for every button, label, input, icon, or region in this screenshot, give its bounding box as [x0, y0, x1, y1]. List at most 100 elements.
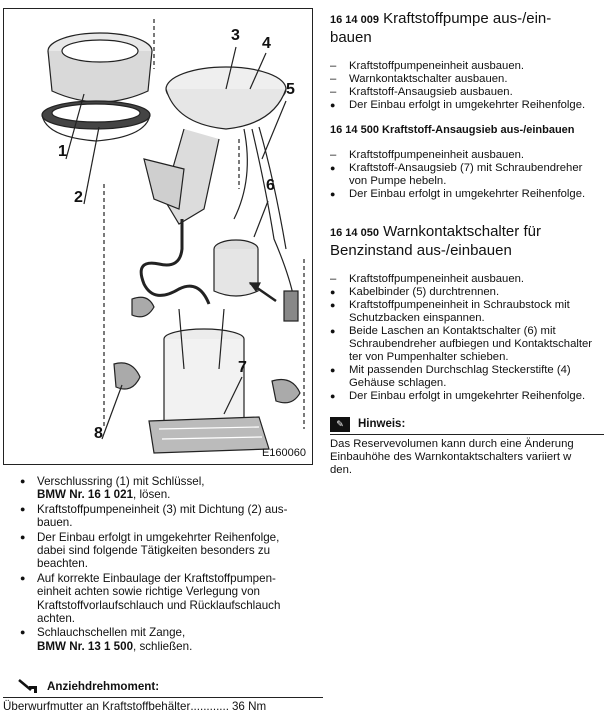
exploded-view-figure: 1 2 3 4 5 6 7 8 E160060 — [3, 8, 313, 465]
torque-row: Überwurfmutter an Kraftstoffbehälter ...… — [3, 700, 323, 713]
removal-step: Kraftstoffpumpeneinheit (3) mit Dichtung… — [20, 503, 320, 530]
section-title-text: Warnkontaktschalter für — [383, 223, 541, 240]
figure-id: E160060 — [261, 447, 306, 459]
section-step-line: Der Einbau erfolgt in umgekehrter Reihen… — [349, 99, 586, 111]
section-step-line: Der Einbau erfolgt in umgekehrter Reihen… — [349, 188, 586, 200]
hinweis-line: den. — [330, 464, 352, 476]
section-step-line: Der Einbau erfolgt in umgekehrter Reihen… — [349, 390, 586, 402]
section-step-line: Beide Laschen an Kontaktschalter (6) mit — [349, 325, 556, 337]
torque-value: 36 Nm — [231, 700, 267, 713]
removal-step: Der Einbau erfolgt in umgekehrter Reihen… — [20, 531, 320, 571]
hinweis-heading: Hinweis: — [358, 418, 406, 430]
section-step-line: Kraftstoffpumpeneinheit ausbauen. — [349, 60, 525, 72]
step-line: einheit achten sowie richtige Verlegung … — [37, 585, 261, 599]
section-step-line: Kraftstoffpumpeneinheit in Schraubstock … — [349, 299, 570, 311]
section-step: Der Einbau erfolgt in umgekehrter Reihen… — [330, 99, 604, 112]
step-line: Der Einbau erfolgt in umgekehrter Reihen… — [37, 530, 280, 544]
section-step: Kraftstoff-Ansaugsieb (7) mit Schraubend… — [330, 162, 604, 188]
torque-label: Überwurfmutter an Kraftstoffbehälter — [3, 700, 191, 713]
step-line: Kraftstoffvorlaufschlauch und Rücklaufsc… — [37, 598, 281, 612]
procedure-section: 16 14 500 Kraftstoff-Ansaugsieb aus-/ein… — [330, 124, 604, 201]
hinweis-header: ✎ Hinweis: — [330, 417, 604, 435]
callout-2: 2 — [74, 189, 83, 206]
removal-steps-list: Verschlussring (1) mit Schlüssel,BMW Nr.… — [20, 475, 320, 653]
removal-steps: Verschlussring (1) mit Schlüssel,BMW Nr.… — [20, 475, 320, 654]
section-step-line: ter von Pumpenhalter schieben. — [349, 351, 509, 363]
section-steps: Kraftstoffpumpeneinheit ausbauen.Kraftst… — [330, 149, 604, 201]
step-line: Auf korrekte Einbaulage der Kraftstoffpu… — [37, 571, 276, 585]
section-title-text: bauen — [330, 29, 372, 46]
step-line: achten. — [37, 612, 76, 626]
section-number: 16 14 009 — [330, 14, 379, 26]
callout-8: 8 — [94, 425, 103, 442]
hinweis-box: ✎ Hinweis: Das Reservevolumen kann durch… — [330, 417, 604, 477]
section-step: Kraftstoffpumpeneinheit ausbauen. — [330, 149, 604, 162]
wrench-icon — [18, 679, 37, 693]
step-tail: , lösen. — [133, 488, 171, 502]
fuel-pump-illustration — [41, 19, 305, 454]
callout-7: 7 — [238, 359, 247, 376]
section-step-line: Kraftstoff-Ansaugsieb ausbauen. — [349, 86, 513, 98]
section-step: Kraftstoffpumpeneinheit ausbauen. — [330, 60, 604, 73]
tool-number: BMW Nr. 16 1 021 — [37, 488, 134, 502]
step-line: beachten. — [37, 557, 88, 571]
section-step: Mit passenden Durchschlag Steckerstifte … — [330, 364, 604, 390]
callout-1: 1 — [58, 143, 67, 160]
section-number: 16 14 050 — [330, 227, 379, 239]
section-title: 16 14 009 Kraftstoffpumpe aus-/ein-bauen — [330, 10, 604, 46]
torque-spec: Anziehdrehmoment: Überwurfmutter an Kraf… — [3, 676, 323, 713]
section-step: Kraftstoffpumpeneinheit in Schraubstock … — [330, 299, 604, 325]
step-line: dabei sind folgende Tätigkeiten besonder… — [37, 544, 271, 558]
section-step: Kraftstoffpumpeneinheit ausbauen. — [330, 273, 604, 286]
callout-6: 6 — [266, 177, 275, 194]
procedures-column: 16 14 009 Kraftstoffpumpe aus-/ein-bauen… — [330, 10, 604, 477]
step-line: bauen. — [37, 516, 73, 530]
procedure-sections: 16 14 009 Kraftstoffpumpe aus-/ein-bauen… — [330, 10, 604, 403]
tool-number: BMW Nr. 13 1 500 — [37, 639, 134, 653]
section-step-line: Schraubendreher aufbiegen und Kontaktsch… — [349, 338, 593, 350]
removal-step: Verschlussring (1) mit Schlüssel,BMW Nr.… — [20, 475, 320, 502]
removal-step: Schlauchschellen mit Zange,BMW Nr. 13 1 … — [20, 626, 320, 653]
section-step: Der Einbau erfolgt in umgekehrter Reihen… — [330, 390, 604, 403]
removal-step: Auf korrekte Einbaulage der Kraftstoffpu… — [20, 572, 320, 626]
torque-dots: ............ — [190, 700, 229, 713]
procedure-section: 16 14 009 Kraftstoffpumpe aus-/ein-bauen… — [330, 10, 604, 112]
note-icon: ✎ — [330, 417, 350, 432]
section-steps: Kraftstoffpumpeneinheit ausbauen.Warnkon… — [330, 60, 604, 112]
section-title-line: 16 14 050 Warnkontaktschalter für — [330, 223, 604, 242]
step-line: Verschlussring (1) mit Schlüssel, — [37, 475, 205, 488]
section-step-line: Kabelbinder (5) durchtrennen. — [349, 286, 500, 298]
section-title-line: 16 14 009 Kraftstoffpumpe aus-/ein- — [330, 10, 604, 29]
step-tool-line: BMW Nr. 13 1 500, schließen. — [37, 640, 320, 653]
section-step-line: von Pumpe hebeln. — [349, 175, 447, 187]
section-step-line: Kraftstoff-Ansaugsieb (7) mit Schraubend… — [349, 162, 583, 174]
hinweis-text: Das Reservevolumen kann durch eine Änder… — [330, 438, 604, 477]
hinweis-line: Einbauhöhe des Warnkontaktschalters vari… — [330, 451, 572, 463]
section-step: Warnkontaktschalter ausbauen. — [330, 73, 604, 86]
section-title-text: Kraftstoffpumpe aus-/ein- — [383, 10, 552, 27]
hinweis-line: Das Reservevolumen kann durch eine Änder… — [330, 438, 574, 450]
step-line: Schlauchschellen mit Zange, — [37, 626, 186, 640]
section-step: Der Einbau erfolgt in umgekehrter Reihen… — [330, 188, 604, 201]
torque-divider — [3, 697, 323, 698]
callout-3: 3 — [231, 27, 240, 44]
step-tool-line: BMW Nr. 16 1 021, lösen. — [37, 488, 320, 501]
section-title: 16 14 500 Kraftstoff-Ansaugsieb aus-/ein… — [330, 124, 604, 137]
torque-heading-row: Anziehdrehmoment: — [3, 676, 323, 696]
section-step-line: Schutzbacken einspannen. — [349, 312, 485, 324]
callout-5: 5 — [286, 81, 295, 98]
section-step-line: Mit passenden Durchschlag Steckerstifte … — [349, 364, 571, 376]
section-step-line: Kraftstoffpumpeneinheit ausbauen. — [349, 149, 525, 161]
section-step: Kabelbinder (5) durchtrennen. — [330, 286, 604, 299]
step-tail: , schließen. — [133, 639, 193, 653]
section-steps: Kraftstoffpumpeneinheit ausbauen.Kabelbi… — [330, 273, 604, 403]
step-line: Kraftstoffpumpeneinheit (3) mit Dichtung… — [37, 502, 288, 516]
torque-heading: Anziehdrehmoment: — [47, 679, 160, 693]
section-title-line: Benzinstand aus-/einbauen — [330, 242, 604, 259]
callout-4: 4 — [262, 35, 271, 52]
section-step-line: Gehäuse schlagen. — [349, 377, 447, 389]
section-step: Kraftstoff-Ansaugsieb ausbauen. — [330, 86, 604, 99]
section-step-line: Kraftstoffpumpeneinheit ausbauen. — [349, 273, 525, 285]
